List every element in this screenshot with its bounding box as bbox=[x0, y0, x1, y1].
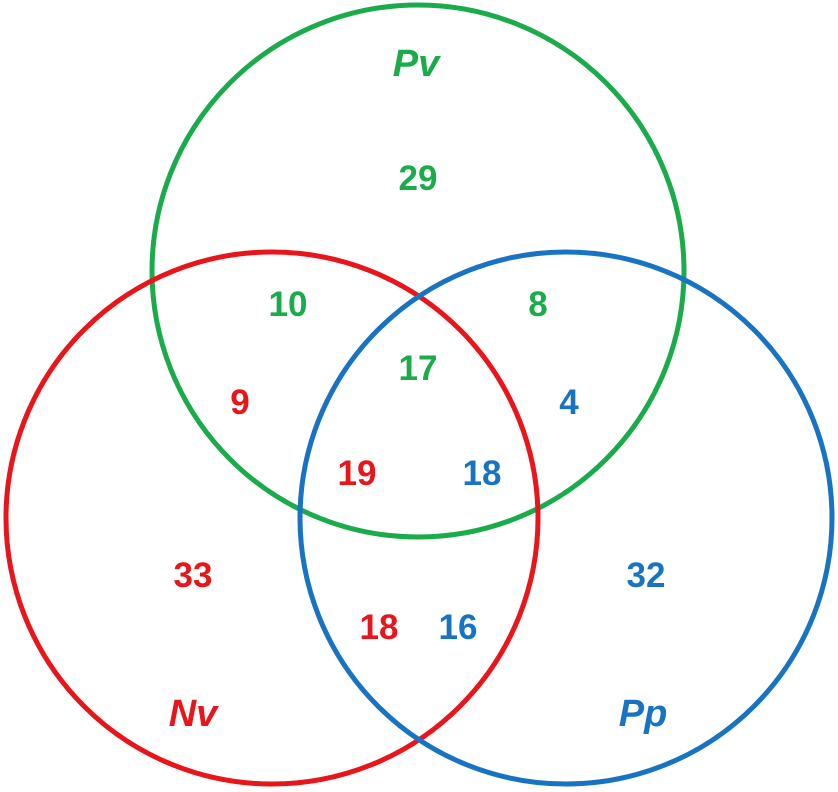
pv-set-label: Pv bbox=[393, 43, 441, 85]
nv-pp-pp-count: 16 bbox=[439, 608, 478, 647]
nv-only-count: 33 bbox=[174, 556, 213, 595]
nv-pp-nv-count: 18 bbox=[360, 608, 399, 647]
pp-set-label: Pp bbox=[619, 693, 668, 735]
pp-upper-count: 4 bbox=[559, 383, 579, 422]
nv-upper-count: 9 bbox=[230, 383, 249, 422]
pp-circle bbox=[297, 249, 835, 787]
center-pv-count: 17 bbox=[399, 349, 438, 388]
center-pp-count: 18 bbox=[463, 454, 502, 493]
pv-circle bbox=[149, 2, 687, 540]
pv-only-count: 29 bbox=[399, 159, 438, 198]
nv-circle bbox=[3, 249, 541, 787]
pv-pp-count: 8 bbox=[528, 285, 547, 324]
pv-nv-count: 10 bbox=[269, 285, 308, 324]
nv-set-label: Nv bbox=[169, 693, 219, 735]
center-nv-count: 19 bbox=[338, 454, 377, 493]
pp-only-count: 32 bbox=[627, 556, 666, 595]
